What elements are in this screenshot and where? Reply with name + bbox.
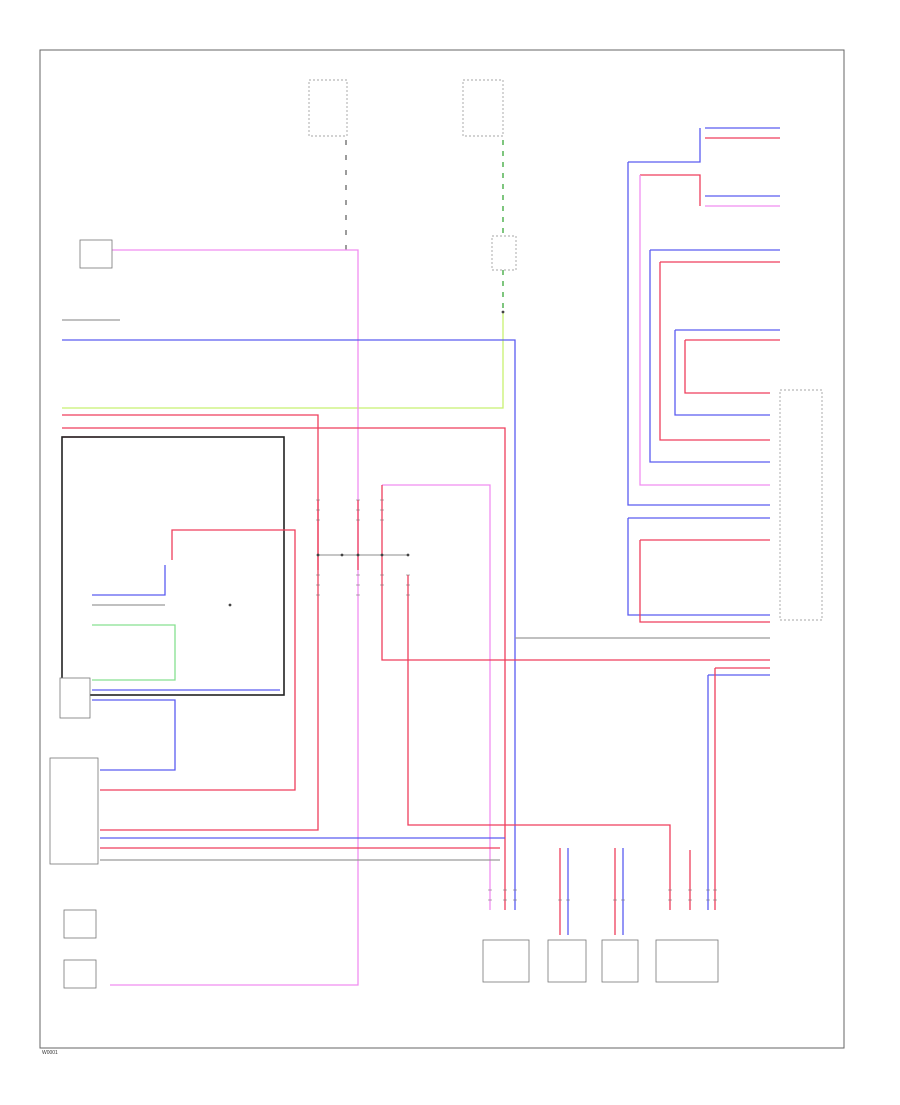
wire-blue-small bbox=[92, 565, 166, 596]
component-box-lower-left bbox=[59, 677, 91, 719]
component-box-fuse-left bbox=[308, 79, 348, 137]
junction-dots bbox=[228, 310, 505, 607]
wire-red-b bbox=[62, 427, 506, 910]
wire-r5-blue-vert bbox=[627, 518, 770, 616]
wire-blue-lower bbox=[92, 699, 176, 771]
wire-r4-red-vert bbox=[684, 340, 770, 394]
wire-black-loop bbox=[61, 436, 285, 696]
component-box-sensor-a bbox=[63, 909, 97, 939]
components bbox=[49, 79, 823, 989]
wire-blue-long bbox=[62, 339, 516, 910]
wire-pink-vert bbox=[382, 484, 491, 910]
wire-r3-blue-vert bbox=[649, 250, 770, 463]
wire-r-vert-pink bbox=[639, 175, 770, 486]
component-box-module-3 bbox=[601, 939, 639, 983]
wire-yellow-green bbox=[62, 312, 504, 409]
wire-r6-red-vert bbox=[639, 540, 770, 623]
component-box-engine-control-bottom bbox=[49, 757, 99, 865]
component-box-fuse-right bbox=[462, 79, 504, 137]
component-box-module-2 bbox=[547, 939, 587, 983]
wire-r4-blue-vert bbox=[674, 330, 770, 416]
wire-green-small bbox=[92, 624, 176, 681]
wire-r-loop-red bbox=[640, 174, 701, 206]
wire-red-horizontal bbox=[381, 485, 770, 661]
component-box-module-4 bbox=[655, 939, 719, 983]
footer-code: W0001 bbox=[42, 1050, 58, 1056]
component-box-engine-control-top bbox=[79, 239, 113, 269]
wire-red-drop bbox=[407, 575, 671, 910]
component-box-right-connector bbox=[779, 389, 823, 621]
wire-r3-red-vert bbox=[659, 262, 770, 441]
wire-red-loop bbox=[100, 529, 296, 791]
component-box-sensor-b bbox=[63, 959, 97, 989]
wire-pink-main bbox=[110, 249, 359, 986]
pin-ticks bbox=[316, 499, 717, 901]
wire-r-vert-blue bbox=[627, 162, 770, 506]
diagram-frame bbox=[39, 49, 845, 1049]
component-box-module-1 bbox=[482, 939, 530, 983]
wire-r-loop-blue bbox=[628, 128, 701, 163]
component-box-joint bbox=[491, 235, 517, 271]
wires bbox=[61, 127, 780, 986]
wire-red-a bbox=[62, 414, 319, 831]
